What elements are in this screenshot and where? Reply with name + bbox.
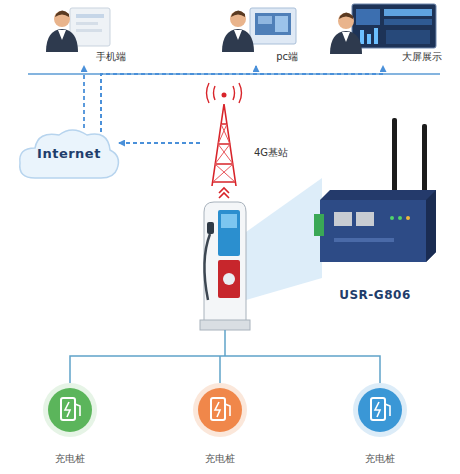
internet-cloud: Internet bbox=[15, 124, 123, 182]
big-screen-user-icon bbox=[330, 4, 436, 54]
charging-pile-item: 充电桩 bbox=[30, 380, 110, 468]
node-label: 充电桩 bbox=[205, 452, 235, 466]
user-endpoint: 手机端 bbox=[40, 2, 128, 66]
orange-pile-icon bbox=[193, 383, 247, 437]
phone-user-icon bbox=[46, 8, 110, 52]
charging-pile-item: 充电桩 bbox=[180, 380, 260, 468]
node-label: 4G基站 bbox=[254, 146, 288, 160]
bottom-wiring bbox=[70, 330, 380, 383]
dashed-arrow bbox=[119, 142, 200, 144]
dashed-arrow bbox=[83, 66, 85, 128]
user-endpoint: 大屏展示 bbox=[322, 2, 444, 66]
4g-tower bbox=[207, 83, 242, 186]
dashed-arrow bbox=[101, 66, 383, 132]
blue-pile-icon bbox=[353, 383, 407, 437]
pc-user-icon bbox=[222, 8, 296, 52]
router-device: USR-G806 bbox=[300, 112, 450, 304]
usr-g806-router bbox=[314, 118, 436, 262]
node-label: USR-G806 bbox=[339, 288, 411, 302]
projection-beam bbox=[246, 178, 322, 300]
node-label: pc端 bbox=[276, 50, 298, 64]
charging-pile bbox=[200, 202, 250, 330]
charging-pile-item: 充电桩 bbox=[340, 380, 420, 468]
cloud-label: Internet bbox=[37, 146, 101, 161]
base-station: 4G基站 bbox=[200, 92, 290, 162]
user-endpoint: pc端 bbox=[212, 2, 300, 66]
green-pile-icon bbox=[43, 383, 97, 437]
node-label: 手机端 bbox=[96, 50, 126, 64]
dashed-arrow bbox=[101, 66, 256, 132]
node-label: 充电桩 bbox=[365, 452, 395, 466]
uplink-chevrons bbox=[219, 188, 229, 198]
node-label: 大屏展示 bbox=[402, 50, 442, 64]
node-label: 充电桩 bbox=[55, 452, 85, 466]
